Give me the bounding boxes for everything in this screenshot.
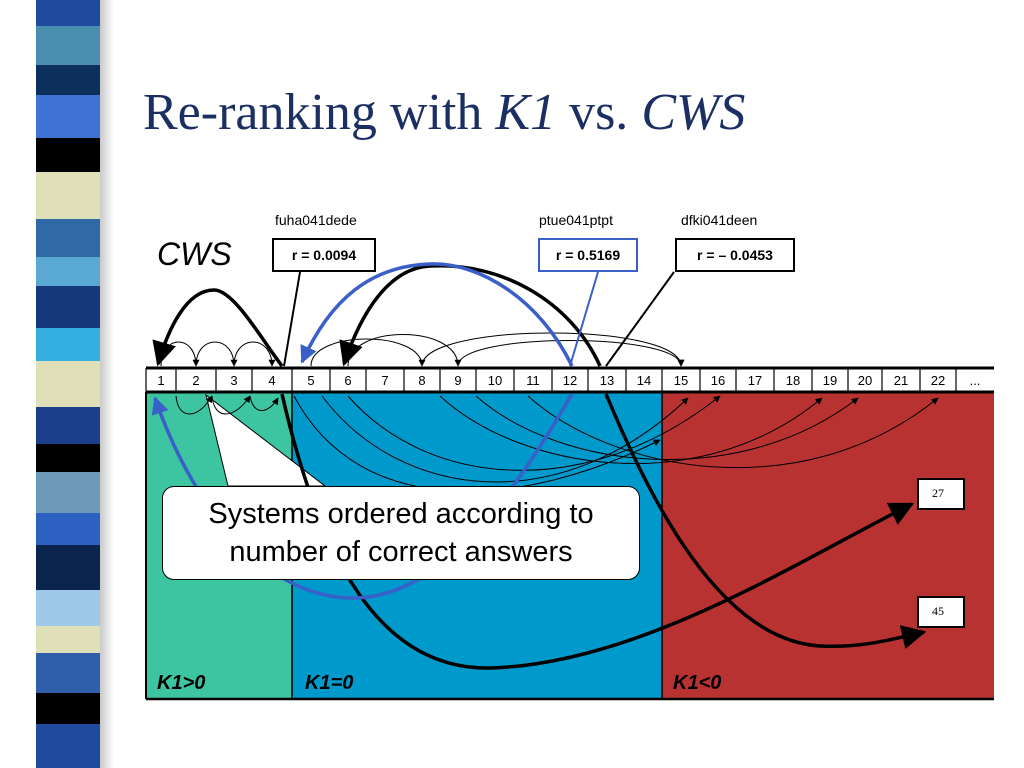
highlighted-rerank-arc bbox=[300, 262, 574, 367]
rank-row-background bbox=[146, 368, 994, 392]
title-mid: vs. bbox=[556, 84, 642, 141]
stripe-segment bbox=[36, 472, 100, 513]
zone-label-1: K1>0 bbox=[157, 672, 205, 694]
rank-cell-3: 3 bbox=[230, 373, 237, 388]
major-rerank-arc bbox=[339, 264, 602, 367]
system-name-ptue: ptue041ptpt bbox=[539, 212, 613, 228]
rank-change-curve bbox=[527, 395, 939, 469]
stripe-segment bbox=[36, 219, 100, 257]
stripe-segment bbox=[36, 545, 100, 590]
rank-change-curve bbox=[249, 395, 279, 411]
rank-cell-11: 11 bbox=[526, 373, 540, 388]
stripe-segment bbox=[36, 513, 100, 545]
rank-change-arc bbox=[421, 332, 685, 367]
rank-cell-8: 8 bbox=[418, 373, 425, 388]
rank-cell-5: 5 bbox=[307, 373, 314, 388]
rank-cell-14: 14 bbox=[637, 373, 651, 388]
cws-label: CWS bbox=[157, 236, 232, 272]
title-cws: CWS bbox=[641, 84, 746, 141]
stripe-segment bbox=[36, 65, 100, 95]
zone-label-3: K1<0 bbox=[673, 672, 721, 694]
rank-change-curve bbox=[475, 395, 859, 460]
rank-cell-12: 12 bbox=[563, 373, 577, 388]
stripe-segment bbox=[36, 138, 100, 172]
rank-cell-22: 22 bbox=[931, 373, 945, 388]
rank-change-curve bbox=[439, 395, 823, 465]
stripe-segment bbox=[36, 590, 100, 626]
stripe-segment bbox=[36, 286, 100, 328]
stripe-segment bbox=[36, 724, 100, 768]
correlation-box-fuha: r = 0.0094 bbox=[272, 238, 376, 272]
slide-title: Re-ranking with K1 vs. CWS bbox=[143, 82, 745, 144]
rank-cell-1: 1 bbox=[157, 373, 164, 388]
rank-cell-15: 15 bbox=[674, 373, 688, 388]
rank-cell-6: 6 bbox=[344, 373, 351, 388]
title-prefix: Re-ranking with bbox=[143, 84, 496, 141]
rank-cell-7: 7 bbox=[381, 373, 388, 388]
far-rank-boxes: 27 45 bbox=[917, 478, 965, 628]
zone-label-2: K1=0 bbox=[305, 672, 353, 694]
rank-change-curve bbox=[347, 395, 721, 471]
far-rank-box-2 bbox=[917, 596, 965, 628]
stripe-segment bbox=[36, 626, 100, 653]
far-rank-label-2: 45 bbox=[932, 604, 944, 618]
rank-cell-16: 16 bbox=[711, 373, 725, 388]
decorative-side-stripe bbox=[36, 0, 100, 768]
rank-cell-17: 17 bbox=[748, 373, 762, 388]
rank-cell-21: 21 bbox=[894, 373, 908, 388]
rank-change-curve bbox=[211, 395, 251, 415]
rank-change-arc bbox=[195, 341, 238, 367]
rank-cell-18: 18 bbox=[786, 373, 800, 388]
stripe-segment bbox=[36, 95, 100, 138]
far-rank-label-1: 27 bbox=[932, 486, 944, 500]
zone-3 bbox=[662, 392, 994, 699]
rank-change-arc bbox=[310, 338, 426, 367]
leader-lines bbox=[283, 271, 675, 367]
far-rank-box-1 bbox=[917, 478, 965, 510]
stripe-segment bbox=[36, 26, 100, 65]
rank-change-arc bbox=[160, 341, 200, 367]
stripe-segment bbox=[36, 361, 100, 407]
stripe-shadow bbox=[100, 0, 114, 768]
thin-arcs-layer bbox=[160, 332, 939, 492]
stripe-segment bbox=[36, 653, 100, 693]
stripe-segment bbox=[36, 0, 100, 26]
rank-cell-9: 9 bbox=[454, 373, 461, 388]
callout-line-2: number of correct answers bbox=[229, 536, 573, 568]
rank-change-curve bbox=[175, 395, 213, 415]
stripe-segment bbox=[36, 693, 100, 724]
title-k1: K1 bbox=[495, 84, 557, 141]
rank-cell-13: 13 bbox=[600, 373, 614, 388]
stripe-segment bbox=[36, 328, 100, 361]
major-rerank-arc bbox=[604, 393, 927, 649]
stripe-segment bbox=[36, 407, 100, 444]
leader-line-fuha bbox=[283, 271, 301, 367]
correlation-box-dfki: r = – 0.0453 bbox=[675, 238, 795, 272]
leader-line-dfki bbox=[605, 271, 675, 367]
callout-line-1: Systems ordered according to bbox=[208, 498, 594, 530]
rank-cell-2: 2 bbox=[192, 373, 199, 388]
stripe-segment bbox=[36, 257, 100, 286]
rank-cell-20: 20 bbox=[858, 373, 872, 388]
rank-cell-4: 4 bbox=[268, 373, 275, 388]
rank-change-arc bbox=[457, 340, 685, 367]
rank-change-arc bbox=[233, 341, 276, 367]
rank-cell-10: 10 bbox=[488, 373, 502, 388]
stripe-segment bbox=[36, 172, 100, 219]
major-rerank-arc bbox=[152, 288, 284, 368]
rank-cell-23: ... bbox=[970, 373, 981, 388]
correlation-box-ptue: r = 0.5169 bbox=[538, 238, 638, 272]
leader-line-ptue bbox=[569, 271, 599, 367]
rank-cell-19: 19 bbox=[823, 373, 837, 388]
callout-box: Systems ordered according to number of c… bbox=[162, 486, 640, 580]
system-name-fuha: fuha041dede bbox=[275, 212, 357, 228]
stripe-segment bbox=[36, 444, 100, 472]
rank-change-curve bbox=[321, 395, 689, 483]
system-name-dfki: dfki041deen bbox=[681, 212, 758, 228]
